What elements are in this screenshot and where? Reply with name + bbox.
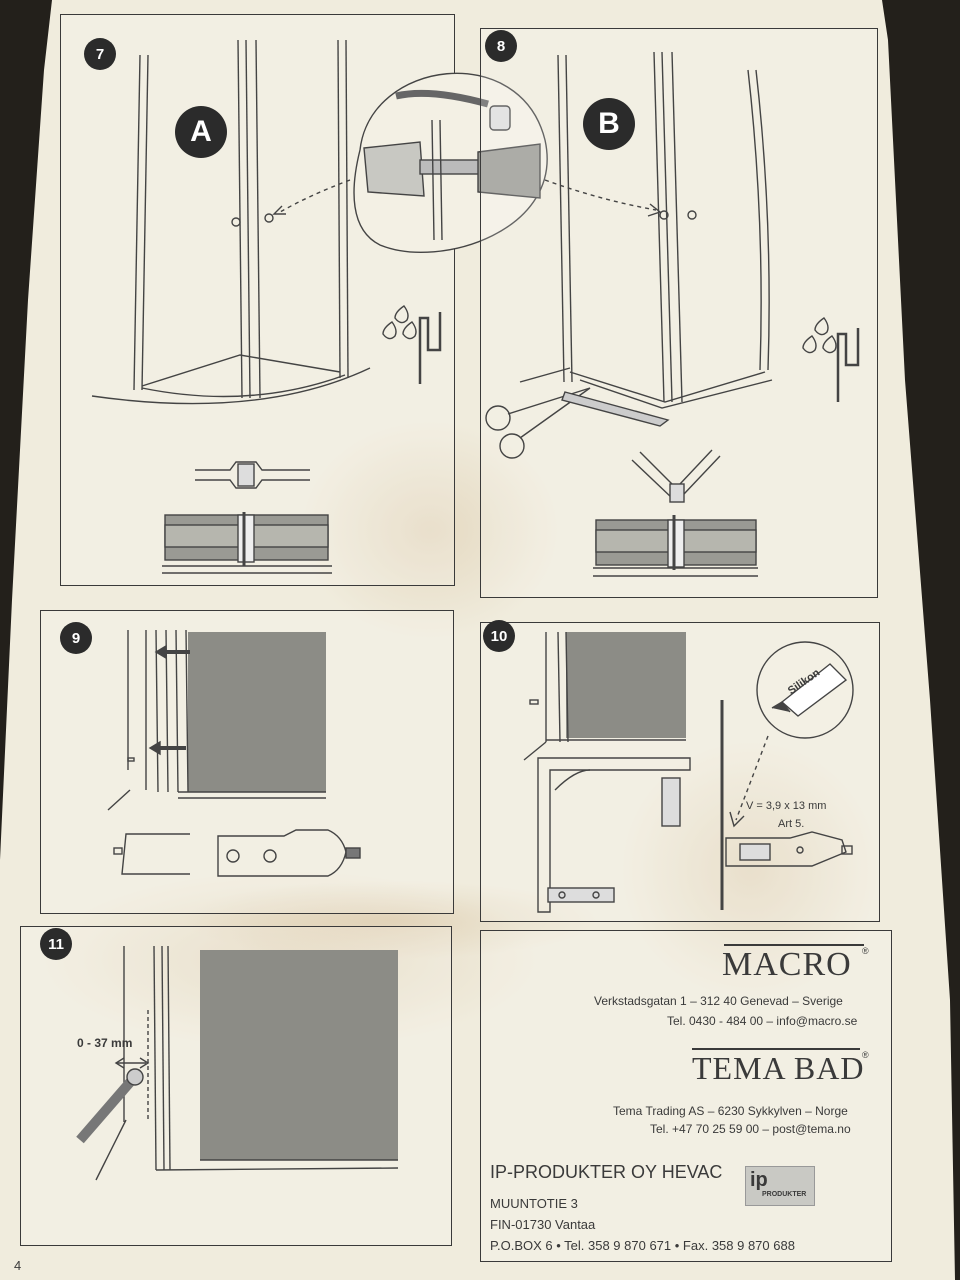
ip-street: MUUNTOTIE 3	[490, 1196, 578, 1211]
macro-logo: MACRO ®	[722, 944, 869, 984]
macro-address: Verkstadsgatan 1 – 312 40 Genevad – Sver…	[594, 994, 843, 1008]
gap-measurement: 0 - 37 mm	[77, 1036, 133, 1050]
macro-phone: Tel. 0430 - 484 00 – info@macro.se	[667, 1014, 858, 1028]
enclosure-a-label: A	[175, 106, 227, 158]
step-11-number: 11	[40, 928, 72, 960]
ip-logo-letter: ip	[750, 1169, 768, 1191]
tema-registered-mark: ®	[862, 1050, 870, 1060]
tema-bad-logo: TEMA BAD ®	[692, 1048, 869, 1087]
ip-phone: P.O.BOX 6 • Tel. 358 9 870 671 • Fax. 35…	[490, 1238, 795, 1253]
step-10-number: 10	[483, 620, 515, 652]
tema-brand-name: TEMA BAD	[692, 1050, 865, 1086]
enclosure-b-label: B	[583, 98, 635, 150]
tema-phone: Tel. +47 70 25 59 00 – post@tema.no	[650, 1122, 851, 1136]
step-9-number: 9	[60, 622, 92, 654]
ip-logo-text: PRODUKTER	[762, 1191, 807, 1198]
ip-city: FIN-01730 Vantaa	[490, 1217, 596, 1232]
page-number: 4	[14, 1258, 22, 1273]
screw-spec: V = 3,9 x 13 mm	[746, 800, 827, 812]
ip-company-name: IP-PRODUKTER OY HEVAC	[490, 1162, 723, 1182]
macro-registered-mark: ®	[862, 946, 870, 956]
contact-panel	[480, 930, 892, 1262]
tema-address: Tema Trading AS – 6230 Sykkylven – Norge	[613, 1104, 848, 1118]
step-7-number: 7	[84, 38, 116, 70]
screw-article: Art 5.	[778, 818, 805, 830]
step-8-number: 8	[485, 30, 517, 62]
macro-brand-name: MACRO	[722, 946, 852, 983]
ip-produkter-logo: ip PRODUKTER	[745, 1166, 815, 1206]
